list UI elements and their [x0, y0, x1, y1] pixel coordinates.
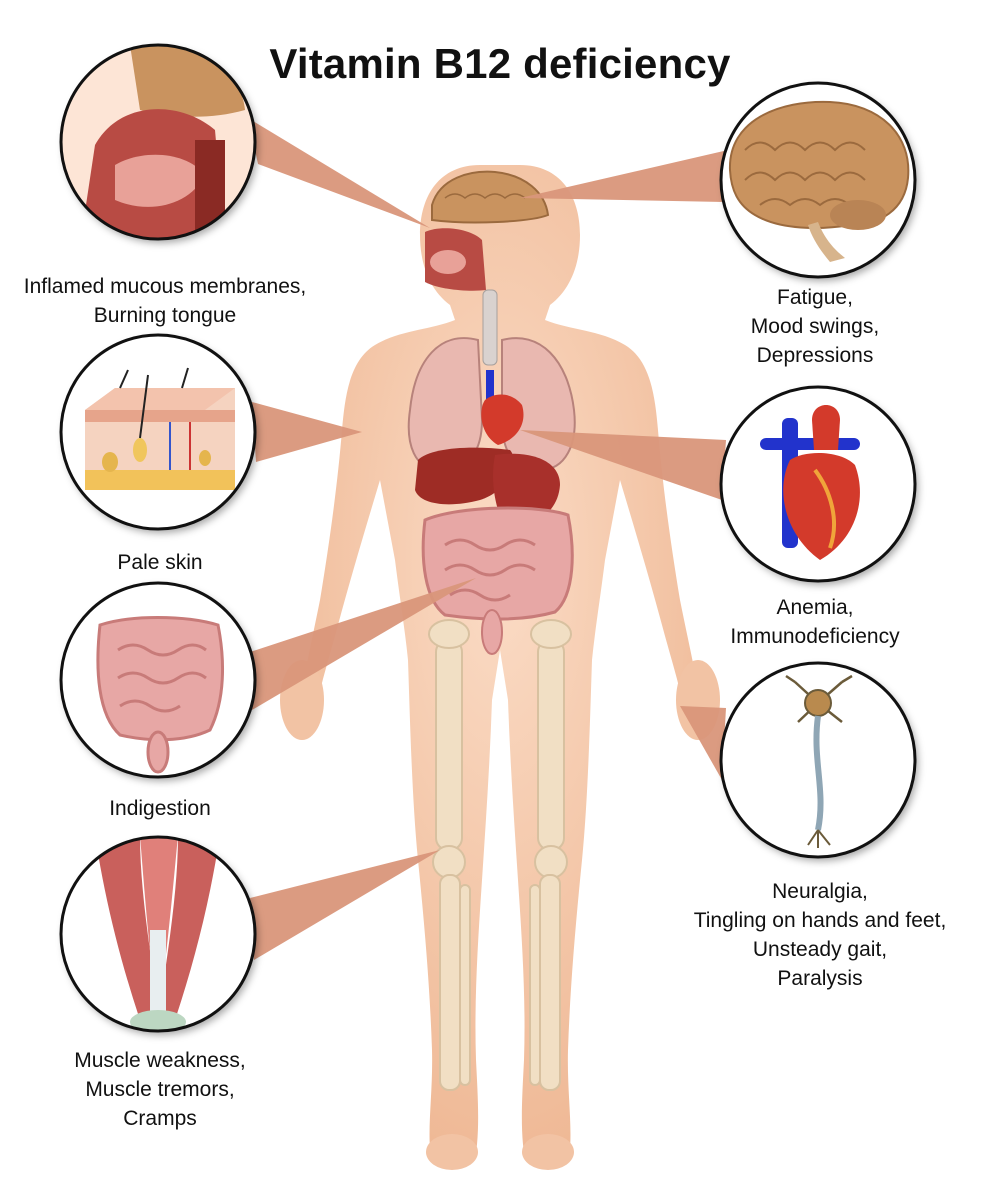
label-muscle-weakness: Muscle weakness, Muscle tremors, Cramps — [20, 1046, 300, 1133]
label-line: Neuralgia, — [772, 880, 868, 903]
label-mucous-membranes: Inflamed mucous membranes, Burning tongu… — [0, 272, 330, 330]
label-neuralgia: Neuralgia, Tingling on hands and feet, U… — [655, 877, 985, 993]
label-line: Muscle tremors, — [85, 1078, 235, 1101]
label-line: Cramps — [123, 1107, 197, 1130]
intestines-icon — [59, 581, 257, 779]
label-line: Mood swings, — [750, 315, 880, 338]
label-line: Immunodeficiency — [730, 625, 900, 648]
skin-layers-icon — [59, 333, 257, 531]
head-anatomy — [425, 170, 550, 291]
label-line: Tingling on hands and feet, — [693, 909, 947, 932]
neuron-icon — [719, 661, 917, 859]
body-heart — [481, 370, 524, 445]
label-line: Pale skin — [117, 551, 203, 574]
infographic-title: Vitamin B12 deficiency — [269, 40, 731, 87]
leg-muscles-icon — [59, 835, 257, 1033]
label-line: Paralysis — [777, 967, 863, 990]
nasal-cavity-icon — [59, 43, 257, 241]
label-line: Inflamed mucous membranes, — [23, 275, 307, 298]
label-fatigue: Fatigue, Mood swings, Depressions — [680, 283, 950, 370]
human-body-silhouette — [280, 165, 720, 1170]
label-line: Depressions — [756, 344, 874, 367]
brain-icon — [719, 81, 917, 279]
pointer-wedges — [248, 118, 728, 960]
label-anemia: Anemia, Immunodeficiency — [660, 593, 970, 651]
label-line: Muscle weakness, — [74, 1049, 246, 1072]
label-line: Burning tongue — [93, 304, 237, 327]
leg-bones — [428, 619, 572, 1091]
label-line: Indigestion — [109, 797, 211, 820]
label-line: Unsteady gait, — [752, 938, 888, 961]
label-pale-skin: Pale skin — [60, 548, 260, 577]
heart-icon — [719, 385, 917, 583]
trachea — [482, 289, 498, 366]
label-indigestion: Indigestion — [60, 794, 260, 823]
label-line: Fatigue, — [777, 286, 853, 309]
label-line: Anemia, — [776, 596, 854, 619]
